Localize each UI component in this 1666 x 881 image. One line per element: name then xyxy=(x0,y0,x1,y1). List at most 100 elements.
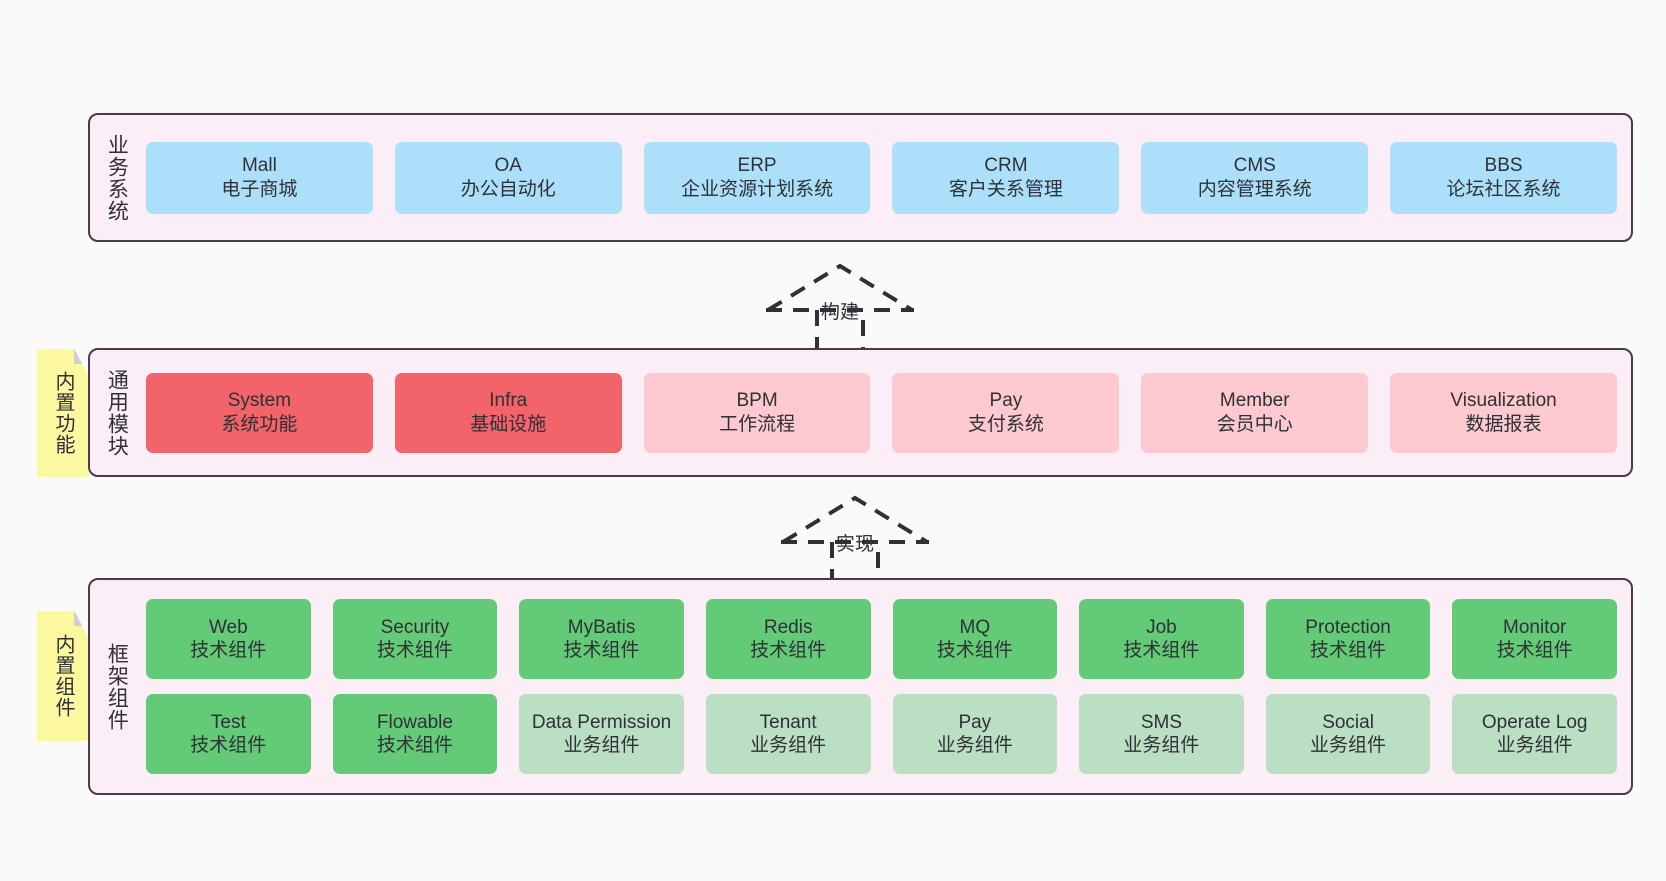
layer-body-business: Mall 电子商城 OA 办公自动化 ERP 企业资源计划系统 CRM 客户关系… xyxy=(142,115,1631,240)
note-label: 内置组件 xyxy=(52,634,74,718)
node-subtitle: 技术组件 xyxy=(1496,640,1573,661)
node-title: Web xyxy=(208,616,248,638)
node-job[interactable]: Job 技术组件 xyxy=(1079,599,1244,679)
node-title: Tenant xyxy=(759,711,817,733)
arrowhead-triangle-icon xyxy=(781,495,929,544)
node-bbs[interactable]: BBS 论坛社区系统 xyxy=(1390,141,1617,214)
node-title: MyBatis xyxy=(567,616,636,638)
node-subtitle: 业务组件 xyxy=(1496,735,1573,756)
node-subtitle: 会员中心 xyxy=(1216,413,1293,435)
note-builtin-functions[interactable]: 内置功能 xyxy=(37,349,89,477)
node-subtitle: 技术组件 xyxy=(376,640,453,661)
node-title: CRM xyxy=(984,155,1028,177)
arrow-implement: 实现 xyxy=(775,490,935,590)
node-protection[interactable]: Protection 技术组件 xyxy=(1265,599,1431,679)
layer-title-common: 通用模块 xyxy=(105,368,129,457)
node-oa[interactable]: OA 办公自动化 xyxy=(394,141,622,214)
node-infra[interactable]: Infra 基础设施 xyxy=(394,372,622,453)
node-subtitle: 基础设施 xyxy=(470,413,547,435)
node-subtitle: 内容管理系统 xyxy=(1197,178,1312,200)
node-subtitle: 数据报表 xyxy=(1465,413,1542,435)
node-subtitle: 技术组件 xyxy=(936,640,1013,661)
node-subtitle: 业务组件 xyxy=(563,735,640,756)
node-title: Job xyxy=(1146,616,1177,638)
note-fold-corner-icon xyxy=(74,611,89,626)
node-title: Protection xyxy=(1305,616,1391,638)
node-title: MQ xyxy=(959,616,991,638)
node-subtitle: 技术组件 xyxy=(190,640,267,661)
node-row: Web 技术组件 Security 技术组件 MyBatis 技术组件 Redi… xyxy=(146,599,1617,679)
node-subtitle: 技术组件 xyxy=(376,735,453,756)
node-subtitle: 业务组件 xyxy=(750,735,827,756)
node-subtitle: 企业资源计划系统 xyxy=(681,178,834,200)
node-title: Social xyxy=(1322,711,1374,733)
node-subtitle: 办公自动化 xyxy=(460,178,556,200)
note-builtin-components[interactable]: 内置组件 xyxy=(37,611,89,741)
node-title: System xyxy=(227,390,292,412)
node-flowable[interactable]: Flowable 技术组件 xyxy=(332,694,498,774)
node-title: Test xyxy=(210,711,246,733)
note-label: 内置功能 xyxy=(52,371,74,455)
layer-title-business: 业务系统 xyxy=(105,133,129,222)
layer-body-framework: Web 技术组件 Security 技术组件 MyBatis 技术组件 Redi… xyxy=(142,580,1631,793)
node-subtitle: 技术组件 xyxy=(1310,640,1387,661)
node-title: Redis xyxy=(763,616,813,638)
note-fold-corner-icon xyxy=(74,349,89,364)
node-title: Pay xyxy=(989,390,1023,412)
node-mq[interactable]: MQ 技术组件 xyxy=(892,599,1058,679)
node-title: OA xyxy=(494,155,522,177)
node-title: Infra xyxy=(489,390,528,412)
node-mybatis[interactable]: MyBatis 技术组件 xyxy=(519,599,684,679)
node-subtitle: 电子商城 xyxy=(221,178,298,200)
node-pay[interactable]: Pay 支付系统 xyxy=(892,372,1120,453)
node-title: Security xyxy=(380,616,450,638)
node-subtitle: 工作流程 xyxy=(719,413,796,435)
node-crm[interactable]: CRM 客户关系管理 xyxy=(892,141,1120,214)
node-test[interactable]: Test 技术组件 xyxy=(146,694,311,774)
node-visualization[interactable]: Visualization 数据报表 xyxy=(1390,372,1617,453)
node-data-permission[interactable]: Data Permission 业务组件 xyxy=(519,694,684,774)
arrowhead-triangle-icon xyxy=(766,263,914,312)
layer-body-common: System 系统功能 Infra 基础设施 BPM 工作流程 Pay 支付系统… xyxy=(142,350,1631,475)
node-social[interactable]: Social 业务组件 xyxy=(1265,694,1431,774)
layer-business-systems[interactable]: 业务系统 Mall 电子商城 OA 办公自动化 ERP 企业资源计划系统 CRM… xyxy=(88,113,1633,242)
node-operate-log[interactable]: Operate Log 业务组件 xyxy=(1452,694,1617,774)
node-security[interactable]: Security 技术组件 xyxy=(332,599,498,679)
node-subtitle: 论坛社区系统 xyxy=(1446,178,1561,200)
node-row: System 系统功能 Infra 基础设施 BPM 工作流程 Pay 支付系统… xyxy=(146,372,1617,453)
node-title: CMS xyxy=(1233,155,1276,177)
node-title: Data Permission xyxy=(531,711,672,733)
node-row: Mall 电子商城 OA 办公自动化 ERP 企业资源计划系统 CRM 客户关系… xyxy=(146,141,1617,214)
node-web[interactable]: Web 技术组件 xyxy=(146,599,311,679)
node-title: BPM xyxy=(736,390,778,412)
node-pay-business[interactable]: Pay 业务组件 xyxy=(892,694,1058,774)
node-title: Mall xyxy=(241,155,277,177)
node-sms[interactable]: SMS 业务组件 xyxy=(1079,694,1244,774)
node-subtitle: 技术组件 xyxy=(750,640,827,661)
node-subtitle: 业务组件 xyxy=(1310,735,1387,756)
node-bpm[interactable]: BPM 工作流程 xyxy=(643,372,871,453)
node-title: Member xyxy=(1219,390,1290,412)
node-subtitle: 业务组件 xyxy=(1123,735,1200,756)
node-monitor[interactable]: Monitor 技术组件 xyxy=(1452,599,1617,679)
node-member[interactable]: Member 会员中心 xyxy=(1141,372,1369,453)
node-mall[interactable]: Mall 电子商城 xyxy=(146,141,373,214)
node-erp[interactable]: ERP 企业资源计划系统 xyxy=(643,141,871,214)
node-tenant[interactable]: Tenant 业务组件 xyxy=(705,694,871,774)
node-title: Visualization xyxy=(1450,390,1557,412)
layer-common-modules[interactable]: 通用模块 System 系统功能 Infra 基础设施 BPM 工作流程 Pay… xyxy=(88,348,1633,477)
node-subtitle: 技术组件 xyxy=(190,735,267,756)
node-subtitle: 客户关系管理 xyxy=(948,178,1063,200)
node-cms[interactable]: CMS 内容管理系统 xyxy=(1141,141,1369,214)
layer-framework-components[interactable]: 框架组件 Web 技术组件 Security 技术组件 MyBatis 技术组件… xyxy=(88,578,1633,795)
node-subtitle: 支付系统 xyxy=(967,413,1044,435)
node-redis[interactable]: Redis 技术组件 xyxy=(705,599,871,679)
node-title: Operate Log xyxy=(1481,711,1588,733)
node-subtitle: 系统功能 xyxy=(221,413,298,435)
layer-title-framework: 框架组件 xyxy=(105,642,129,731)
node-title: Pay xyxy=(958,711,992,733)
node-title: Flowable xyxy=(376,711,453,733)
node-system[interactable]: System 系统功能 xyxy=(146,372,373,453)
node-title: SMS xyxy=(1140,711,1183,733)
